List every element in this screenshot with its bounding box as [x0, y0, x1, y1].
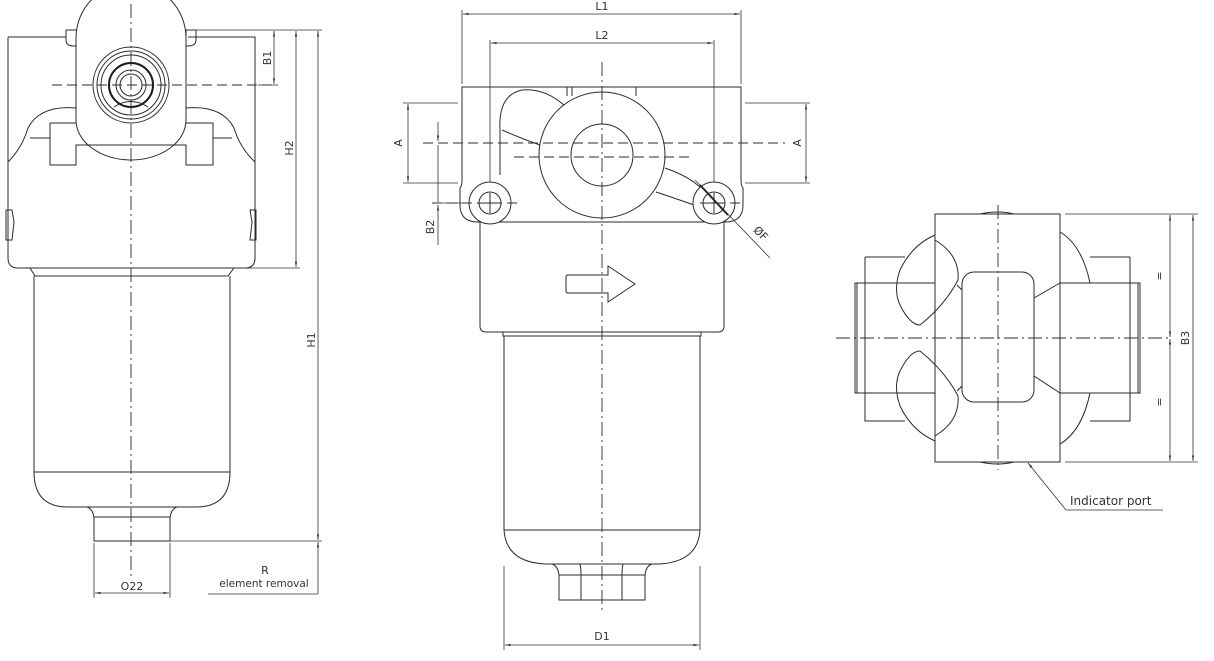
dim-r-label: R: [261, 564, 269, 577]
front-view: ØF L1 L2 A A B2 D1: [392, 0, 810, 650]
dim-l2-label: L2: [595, 29, 608, 42]
dim-a-left-label: A: [392, 139, 405, 147]
dim-diameter-22-label: O22: [121, 580, 144, 593]
dim-equal-bottom-label: =: [1153, 397, 1166, 406]
indicator-port-label: Indicator port: [1070, 494, 1152, 508]
flow-arrow-icon: [565, 265, 636, 303]
dim-equal-top-label: =: [1153, 271, 1166, 280]
dim-b2-label: B2: [424, 220, 437, 235]
dim-b3-label: B3: [1179, 331, 1192, 346]
dim-b1-label: B1: [261, 51, 274, 66]
dim-h2-label: H2: [283, 140, 296, 155]
dim-h1-label: H1: [305, 332, 318, 347]
dim-a-right-label: A: [791, 139, 804, 147]
dim-d1-label: D1: [594, 630, 609, 643]
element-removal-note: element removal: [219, 578, 308, 590]
dim-l1-label: L1: [595, 0, 608, 13]
top-view: = = B3 Indicator port: [836, 205, 1198, 511]
side-view: B1 H2 H1 O22 R element removal: [5, 0, 322, 598]
